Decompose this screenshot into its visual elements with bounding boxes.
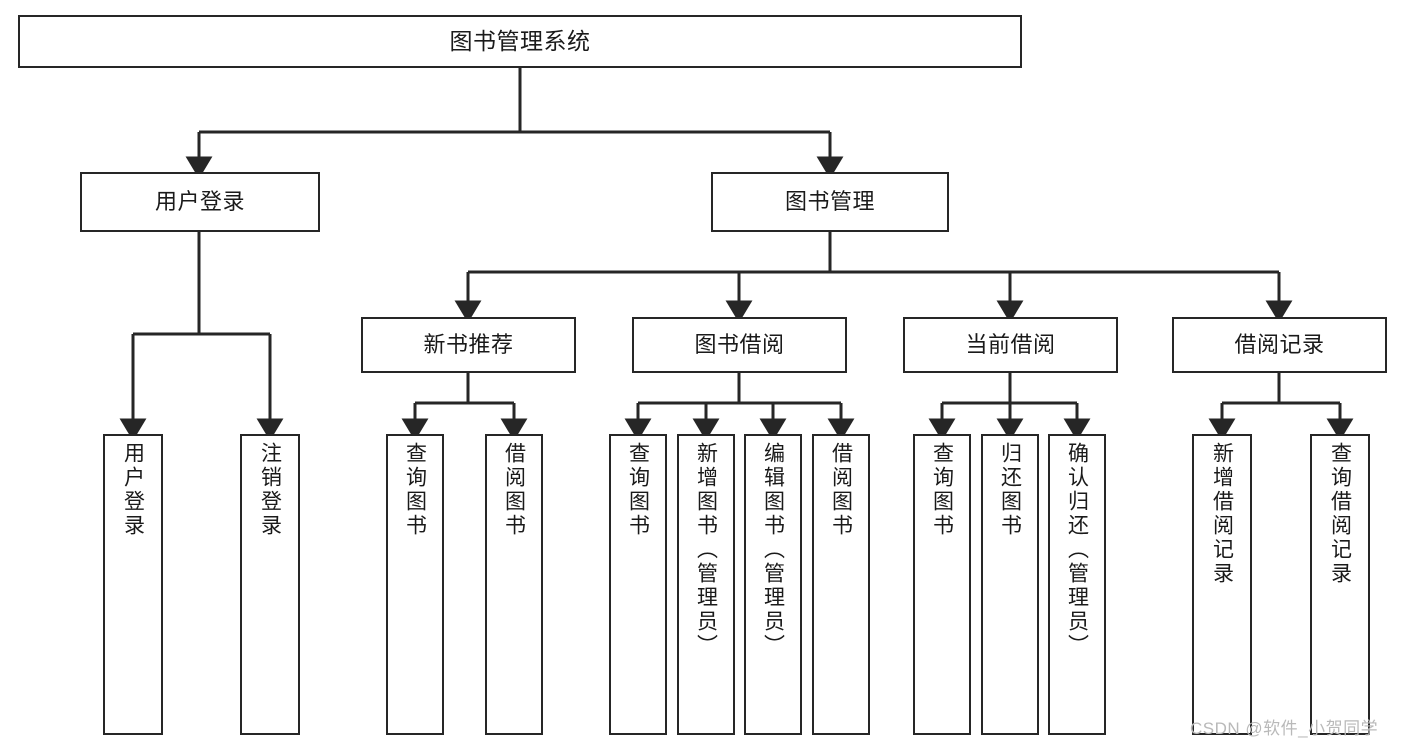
node-label: 确认归还（管理员）	[1065, 442, 1089, 658]
leaf-recommend-query-book[interactable]: 查询图书	[386, 434, 444, 735]
node-borrow-record[interactable]: 借阅记录	[1172, 317, 1387, 373]
node-label: 查询图书	[403, 442, 427, 538]
node-label: 编辑图书（管理员）	[761, 442, 785, 658]
node-label: 用户登录	[121, 442, 145, 538]
leaf-record-add-record[interactable]: 新增借阅记录	[1192, 434, 1252, 735]
leaf-recommend-borrow-book[interactable]: 借阅图书	[485, 434, 543, 735]
watermark-text: CSDN @软件_小贺同学	[1190, 719, 1379, 738]
node-label: 图书管理	[784, 189, 875, 215]
node-label: 图书管理系统	[449, 28, 591, 55]
leaf-user-login-signout[interactable]: 注销登录	[240, 434, 300, 735]
node-label: 当前借阅	[965, 332, 1056, 358]
node-label: 用户登录	[154, 189, 245, 215]
node-label: 查询图书	[930, 442, 954, 538]
leaf-current-confirm-return-admin[interactable]: 确认归还（管理员）	[1048, 434, 1106, 735]
node-book-borrow[interactable]: 图书借阅	[632, 317, 847, 373]
node-label: 借阅图书	[829, 442, 853, 538]
node-new-book-recommend[interactable]: 新书推荐	[361, 317, 576, 373]
node-label: 借阅记录	[1234, 332, 1325, 358]
node-book-management[interactable]: 图书管理	[711, 172, 949, 232]
leaf-user-login-signin[interactable]: 用户登录	[103, 434, 163, 735]
leaf-current-return-book[interactable]: 归还图书	[981, 434, 1039, 735]
leaf-record-query-record[interactable]: 查询借阅记录	[1310, 434, 1370, 735]
node-label: 图书借阅	[694, 332, 785, 358]
node-label: 新增借阅记录	[1210, 442, 1234, 586]
leaf-current-query-book[interactable]: 查询图书	[913, 434, 971, 735]
node-label: 新增图书（管理员）	[694, 442, 718, 658]
node-current-borrow[interactable]: 当前借阅	[903, 317, 1118, 373]
node-label: 借阅图书	[502, 442, 526, 538]
node-label: 注销登录	[258, 442, 282, 538]
node-label: 查询图书	[626, 442, 650, 538]
leaf-borrow-borrow-book[interactable]: 借阅图书	[812, 434, 870, 735]
node-root-system[interactable]: 图书管理系统	[18, 15, 1022, 68]
node-label: 归还图书	[998, 442, 1022, 538]
node-user-login[interactable]: 用户登录	[80, 172, 320, 232]
leaf-borrow-add-book-admin[interactable]: 新增图书（管理员）	[677, 434, 735, 735]
node-label: 新书推荐	[423, 332, 514, 358]
leaf-borrow-query-book[interactable]: 查询图书	[609, 434, 667, 735]
node-label: 查询借阅记录	[1328, 442, 1352, 586]
leaf-borrow-edit-book-admin[interactable]: 编辑图书（管理员）	[744, 434, 802, 735]
